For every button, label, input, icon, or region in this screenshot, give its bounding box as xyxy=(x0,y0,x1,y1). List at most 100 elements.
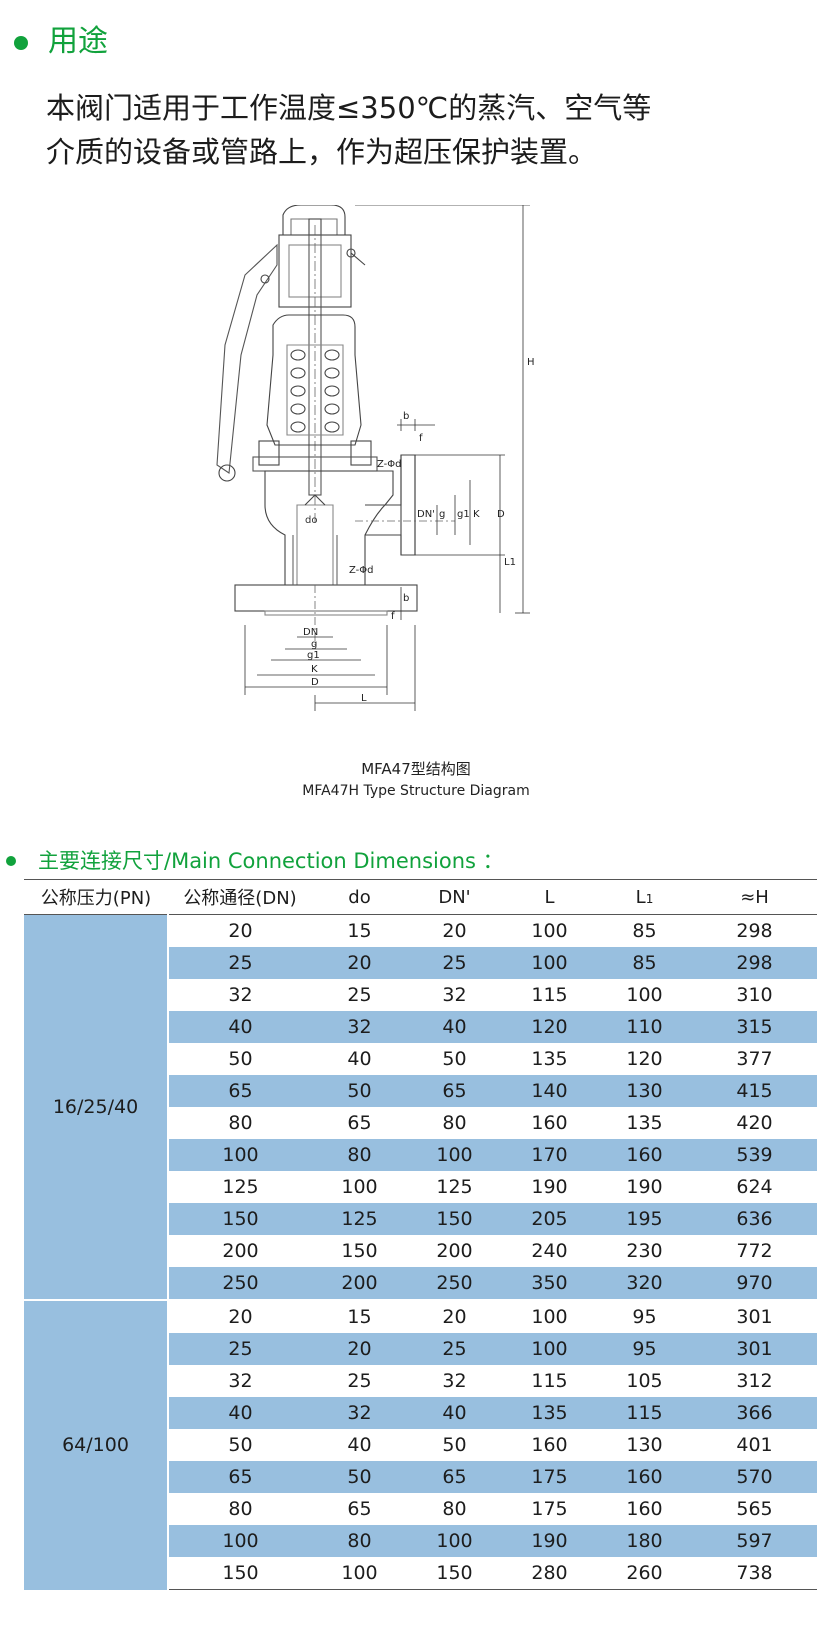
dn-cell: 65 xyxy=(168,1075,312,1107)
dn-prime-cell: 40 xyxy=(407,1011,502,1043)
h-cell: 310 xyxy=(736,984,773,1006)
dn-cell: 20 xyxy=(228,920,253,942)
h-cell: 970 xyxy=(692,1267,817,1300)
do-cell: 20 xyxy=(312,947,407,979)
do-cell: 65 xyxy=(347,1498,372,1520)
dn-cell: 150 xyxy=(168,1557,312,1590)
l1-cell: 320 xyxy=(597,1267,692,1300)
do-cell: 15 xyxy=(347,920,372,942)
l-cell: 350 xyxy=(502,1267,597,1300)
dimensions-bullet xyxy=(6,856,16,866)
do-cell: 65 xyxy=(347,1112,372,1134)
header-l1-main: L xyxy=(635,886,646,908)
h-cell: 301 xyxy=(692,1299,817,1333)
dn-prime-cell: 250 xyxy=(407,1267,502,1300)
l-cell: 135 xyxy=(502,1397,597,1429)
diagram-label-D: D xyxy=(497,509,505,520)
dn-cell: 25 xyxy=(168,947,312,979)
do-cell: 150 xyxy=(341,1240,378,1262)
dn-cell: 100 xyxy=(168,1139,312,1171)
dn-cell: 32 xyxy=(228,1370,253,1392)
dn-prime-cell: 150 xyxy=(407,1203,502,1235)
header-do: do xyxy=(312,879,407,915)
h-cell: 624 xyxy=(736,1176,773,1198)
diagram-cap xyxy=(282,205,346,235)
h-cell: 298 xyxy=(736,920,773,942)
do-cell: 80 xyxy=(312,1139,407,1171)
l1-cell: 110 xyxy=(597,1011,692,1043)
l1-cell: 160 xyxy=(626,1498,663,1520)
dn-cell: 50 xyxy=(228,1434,253,1456)
dn-prime-cell: 32 xyxy=(442,984,467,1006)
diagram-label-K: K xyxy=(473,509,480,520)
h-cell: 366 xyxy=(692,1397,817,1429)
l-cell: 135 xyxy=(531,1048,568,1070)
l1-cell: 195 xyxy=(597,1203,692,1235)
l1-cell: 130 xyxy=(626,1434,663,1456)
l1-cell: 160 xyxy=(597,1461,692,1493)
dn-prime-cell: 125 xyxy=(436,1176,473,1198)
h-cell: 570 xyxy=(692,1461,817,1493)
header-pn: 公称压力(PN) xyxy=(24,879,168,915)
diagram-label-dn-prime: DN' xyxy=(417,509,435,520)
l1-cell: 100 xyxy=(626,984,663,1006)
l1-cell: 190 xyxy=(626,1176,663,1198)
header-l1-sub: 1 xyxy=(645,891,654,906)
l1-cell: 130 xyxy=(597,1075,692,1107)
l-cell: 240 xyxy=(531,1240,568,1262)
l-cell: 160 xyxy=(531,1112,568,1134)
dn-prime-cell: 20 xyxy=(442,920,467,942)
diagram-label-do: do xyxy=(305,515,317,526)
dn-prime-cell: 50 xyxy=(442,1048,467,1070)
dn-cell: 100 xyxy=(168,1525,312,1557)
h-cell: 301 xyxy=(692,1333,817,1365)
diagram-label-d-bottom: D xyxy=(311,677,319,688)
diagram-spring-housing xyxy=(266,314,362,446)
do-cell: 40 xyxy=(347,1434,372,1456)
dn-cell: 40 xyxy=(168,1397,312,1429)
dn-cell: 250 xyxy=(168,1267,312,1300)
l-cell: 120 xyxy=(502,1011,597,1043)
dimensions-table-wrap: 公称压力(PN) 公称通径(DN) do DN' L L1 ≈H 16/25/4… xyxy=(24,879,817,1590)
dn-prime-cell: 50 xyxy=(442,1434,467,1456)
dn-prime-cell: 32 xyxy=(442,1370,467,1392)
diagram-label-L1: L1 xyxy=(504,557,516,568)
h-cell: 738 xyxy=(692,1557,817,1590)
diagram-lever xyxy=(216,243,278,474)
dn-prime-cell: 80 xyxy=(442,1498,467,1520)
do-cell: 100 xyxy=(312,1557,407,1590)
do-cell: 200 xyxy=(312,1267,407,1300)
dn-prime-cell: 65 xyxy=(407,1461,502,1493)
diagram-label-g1: g1 xyxy=(457,509,470,520)
do-cell: 32 xyxy=(312,1397,407,1429)
do-cell: 125 xyxy=(312,1203,407,1235)
h-cell: 539 xyxy=(692,1139,817,1171)
diagram-label-H: H xyxy=(527,357,535,368)
diagram-caption-en: MFA47H Type Structure Diagram xyxy=(302,783,530,799)
dn-cell: 80 xyxy=(228,1498,253,1520)
dimensions-title: 主要连接尺寸/Main Connection Dimensions ： xyxy=(38,849,504,873)
diagram-caption-cn: MFA47型结构图 xyxy=(361,760,471,778)
h-cell: 565 xyxy=(736,1498,773,1520)
dn-prime-cell: 25 xyxy=(407,1333,502,1365)
dn-cell: 25 xyxy=(168,1333,312,1365)
dn-cell: 50 xyxy=(228,1048,253,1070)
h-cell: 415 xyxy=(692,1075,817,1107)
l-cell: 280 xyxy=(502,1557,597,1590)
section-bullet xyxy=(14,36,28,50)
do-cell: 20 xyxy=(312,1333,407,1365)
l-cell: 190 xyxy=(502,1525,597,1557)
h-cell: 597 xyxy=(692,1525,817,1557)
